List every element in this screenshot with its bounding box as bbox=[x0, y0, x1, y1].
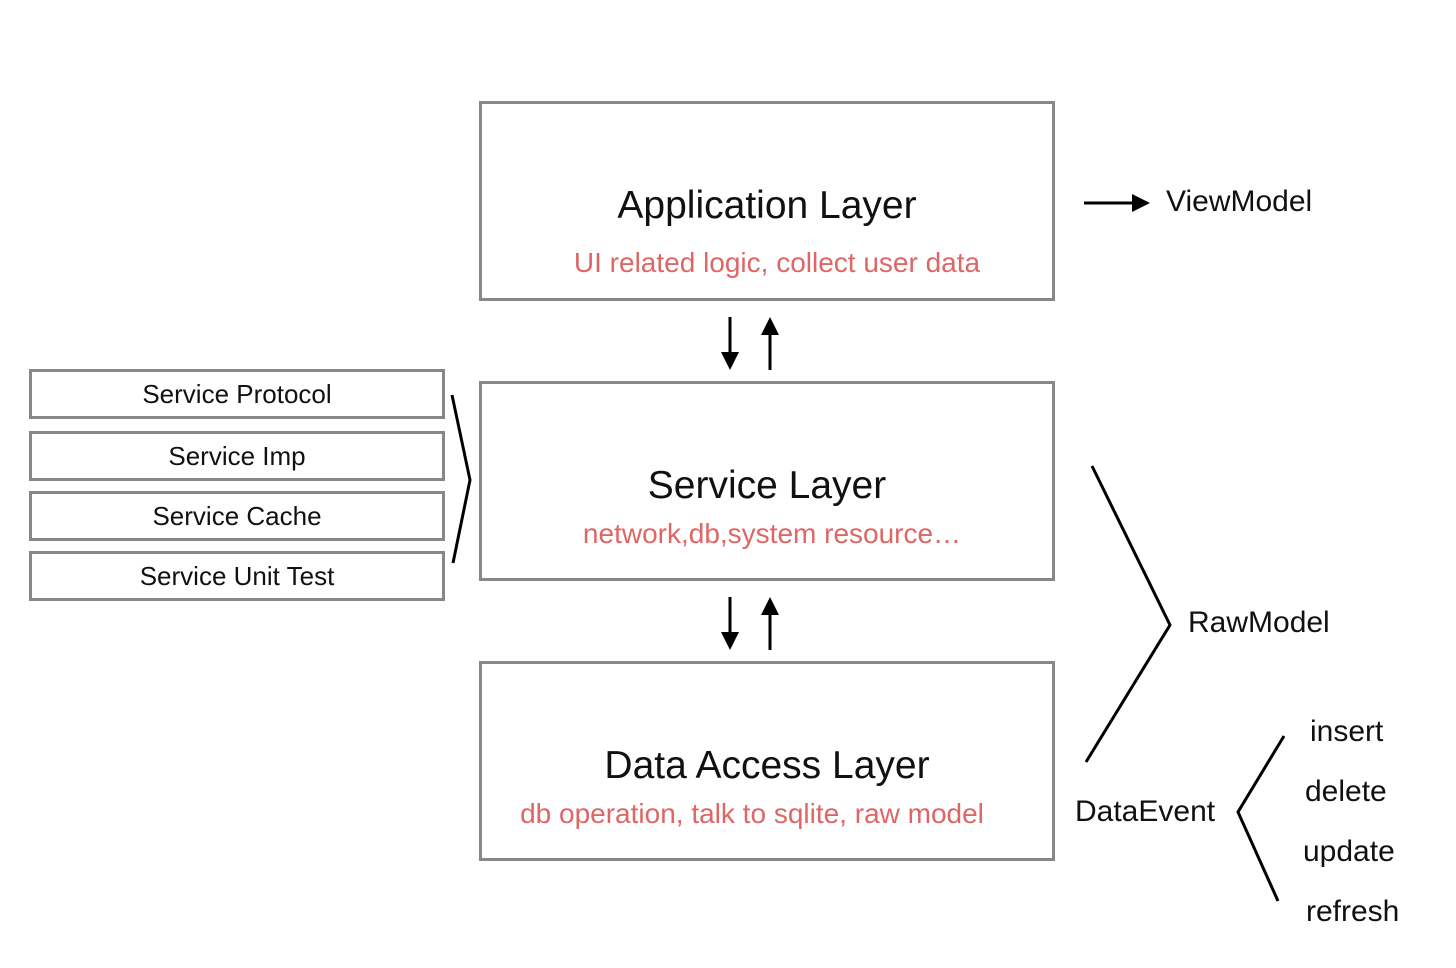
data-access-layer-description: db operation, talk to sqlite, raw model bbox=[520, 798, 984, 829]
app-service-arrows bbox=[721, 317, 779, 370]
down-arrow-head bbox=[721, 352, 739, 370]
service-layer-description: network,db,system resource… bbox=[582, 518, 962, 549]
service-layer-box: Service Layer network,db,system resource… bbox=[479, 381, 1055, 581]
service-protocol-box: Service Protocol bbox=[29, 369, 445, 419]
service-imp-box: Service Imp bbox=[29, 431, 445, 481]
raw-model-bracket bbox=[1084, 465, 1172, 763]
up-arrow-head bbox=[761, 597, 779, 615]
application-layer-title: Application Layer bbox=[617, 184, 917, 227]
data-event-bracket bbox=[1236, 735, 1286, 902]
event-insert-label: insert bbox=[1310, 715, 1384, 748]
down-arrow-head bbox=[721, 632, 739, 650]
up-arrow-head bbox=[761, 317, 779, 335]
event-delete-label: delete bbox=[1305, 775, 1387, 808]
service-data-arrows bbox=[721, 597, 779, 650]
event-update-label: update bbox=[1303, 835, 1395, 868]
data-event-label: DataEvent bbox=[1075, 795, 1216, 828]
service-layer-title: Service Layer bbox=[647, 464, 887, 507]
view-model-label: ViewModel bbox=[1166, 185, 1313, 218]
raw-model-label: RawModel bbox=[1188, 606, 1330, 639]
view-model-arrow bbox=[1084, 194, 1150, 212]
service-cache-box: Service Cache bbox=[29, 491, 445, 541]
event-refresh-label: refresh bbox=[1306, 895, 1400, 928]
right-arrow-head bbox=[1132, 194, 1150, 212]
service-components-bracket bbox=[450, 394, 472, 564]
application-layer-description: UI related logic, collect user data bbox=[573, 247, 981, 278]
data-access-layer-box: Data Access Layer db operation, talk to … bbox=[479, 661, 1055, 861]
data-access-layer-title: Data Access Layer bbox=[604, 744, 930, 787]
service-unit-test-box: Service Unit Test bbox=[29, 551, 445, 601]
application-layer-box: Application Layer UI related logic, coll… bbox=[479, 101, 1055, 301]
